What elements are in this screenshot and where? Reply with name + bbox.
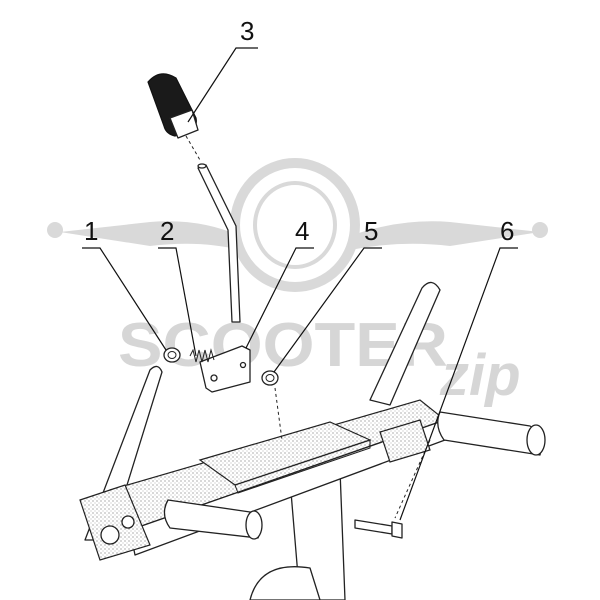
shift-lever-rod: [197, 163, 241, 323]
part-4-mounting-plate: [199, 345, 251, 393]
callout-1: 1: [82, 216, 167, 351]
callout-6: 6: [399, 216, 518, 521]
right-grip: [437, 411, 542, 456]
callout-label: 4: [295, 216, 309, 246]
callout-label: 2: [160, 216, 174, 246]
watermark-suffix: zip: [439, 343, 521, 408]
callout-label: 5: [364, 216, 378, 246]
callout-2: 2: [158, 216, 197, 357]
callout-label: 1: [84, 216, 98, 246]
callout-label: 6: [500, 216, 514, 246]
watermark-logo: SCOOTER zip: [47, 158, 548, 408]
callout-label: 3: [240, 16, 254, 46]
handlebar-frame: [79, 281, 546, 600]
part-3-shift-knob: [147, 73, 201, 161]
callout-4: 4: [245, 216, 314, 349]
part-1-nut: [163, 347, 181, 363]
part-2-spring: [189, 348, 215, 363]
watermark-emblem-icon: [47, 158, 548, 292]
part-5-washer: [261, 370, 283, 441]
callout-3: 3: [187, 16, 258, 123]
callout-5: 5: [273, 216, 382, 373]
